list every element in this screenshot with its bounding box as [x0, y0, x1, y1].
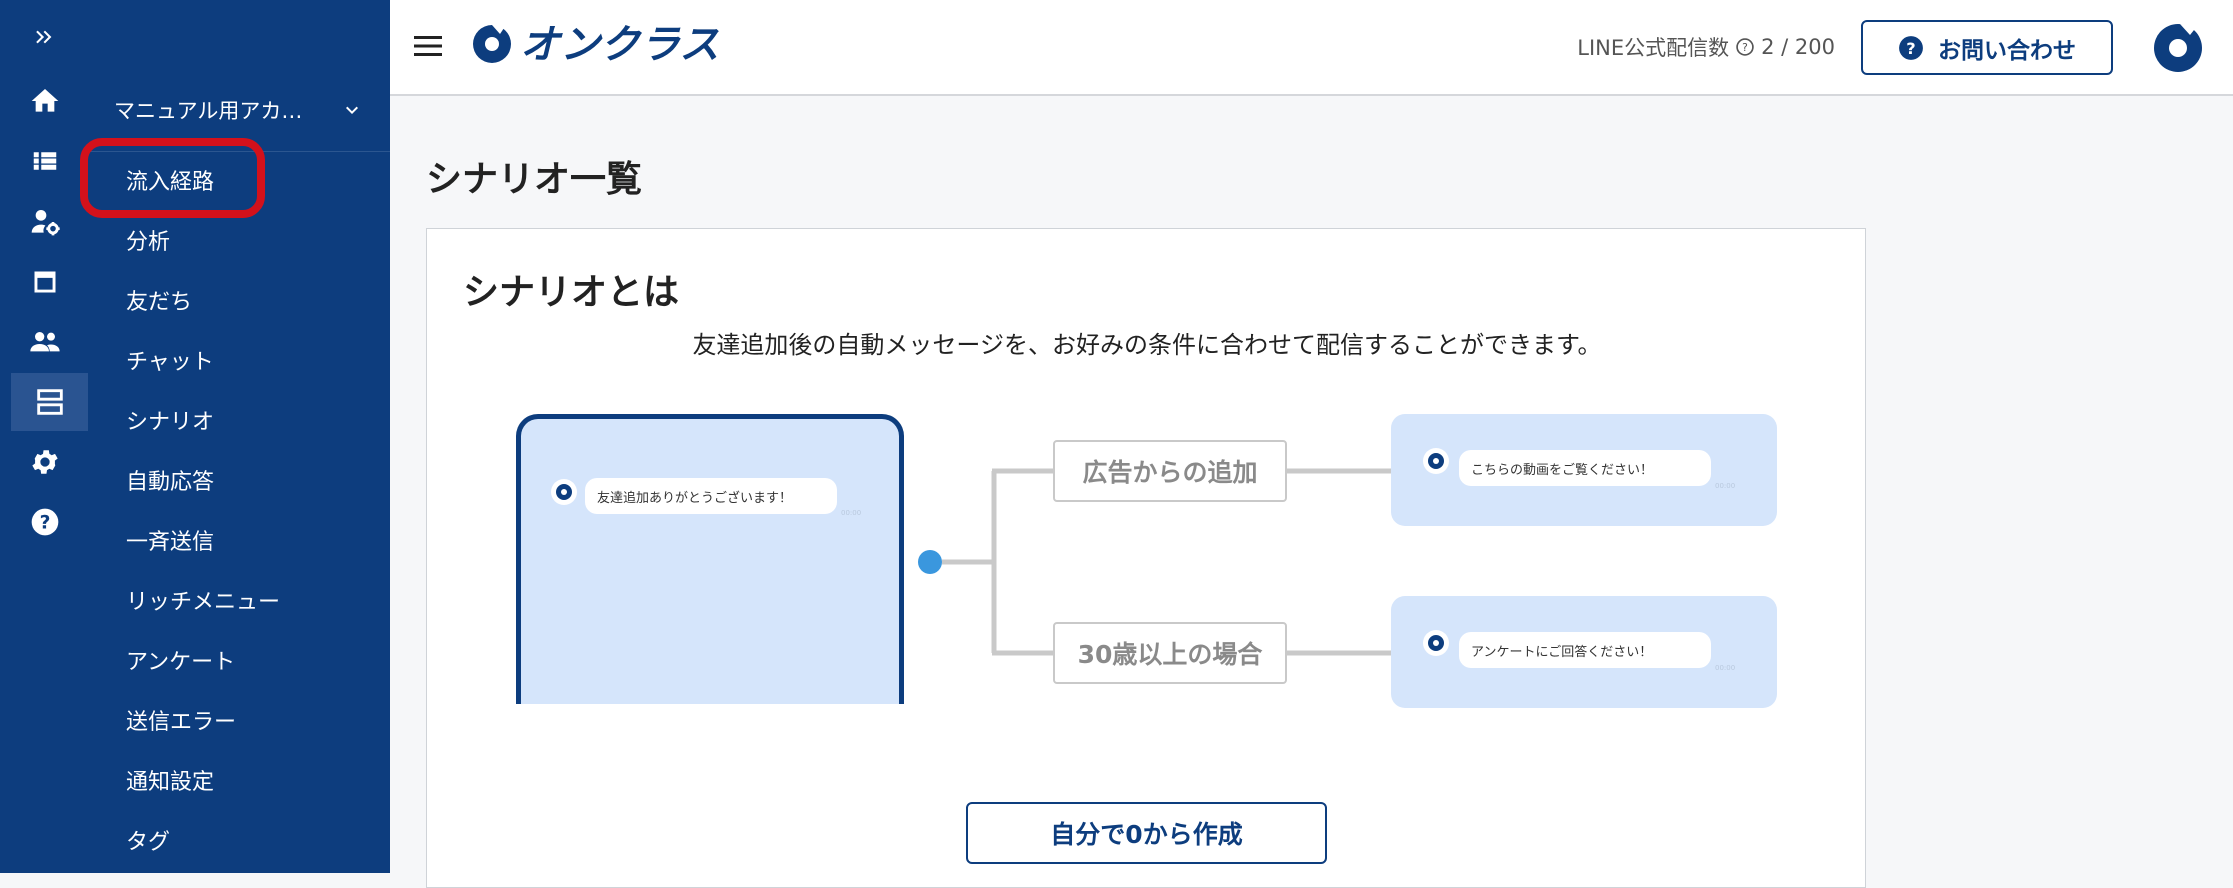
- branch-connectors: [918, 468, 1393, 656]
- people-icon[interactable]: [0, 313, 89, 371]
- expand-icon[interactable]: [0, 8, 89, 66]
- icon-rail: ?: [0, 0, 89, 873]
- message-time: 00:00: [1715, 664, 1736, 672]
- phone-mockup: 友達追加ありがとうございます！ 00:00: [516, 414, 904, 704]
- create-from-scratch-button[interactable]: 自分で0から作成: [966, 802, 1327, 864]
- contact-label: お問い合わせ: [1938, 37, 2076, 64]
- help-circle-icon[interactable]: ?: [1735, 37, 1755, 57]
- welcome-message-bubble: 友達追加ありがとうございます！: [585, 478, 837, 514]
- window-icon[interactable]: [0, 253, 89, 311]
- bot-avatar-icon: [551, 479, 577, 505]
- sub-navigation: マニュアル用アカ… 流入経路 分析 友だち チャット シナリオ 自動応答 一斉送…: [89, 0, 390, 873]
- nav-item-inflow-route[interactable]: 流入経路: [126, 170, 215, 195]
- branch-message-card-ad: こちらの動画をご覧ください！ 00:00: [1391, 414, 1777, 526]
- top-header: オンクラス LINE公式配信数 ? 2 / 200 ? お問い合わせ: [390, 0, 2233, 96]
- branch-message-bubble: アンケートにご回答ください！: [1459, 632, 1711, 668]
- bot-avatar-icon: [1423, 630, 1449, 656]
- nav-item-survey[interactable]: アンケート: [126, 650, 236, 675]
- help-icon: ?: [1899, 35, 1923, 60]
- layers-icon[interactable]: [11, 373, 88, 431]
- help-icon[interactable]: ?: [0, 493, 89, 551]
- nav-item-rich-menu[interactable]: リッチメニュー: [126, 590, 281, 615]
- brand-logo[interactable]: オンクラス: [470, 18, 730, 72]
- svg-text:?: ?: [1906, 38, 1915, 57]
- user-settings-icon[interactable]: [0, 193, 89, 251]
- nav-item-analytics[interactable]: 分析: [126, 230, 171, 255]
- nav-item-auto-reply[interactable]: 自動応答: [126, 470, 215, 495]
- chevron-down-icon: [346, 106, 358, 114]
- menu-icon[interactable]: [414, 34, 442, 58]
- nav-item-friends[interactable]: 友だち: [126, 290, 193, 315]
- svg-text:?: ?: [1742, 41, 1748, 54]
- card-title: シナリオとは: [463, 272, 680, 313]
- message-time: 00:00: [1715, 482, 1736, 490]
- nav-divider: [89, 151, 390, 152]
- branch-message-card-age: アンケートにご回答ください！ 00:00: [1391, 596, 1777, 708]
- svg-text:?: ?: [39, 513, 50, 534]
- gear-icon[interactable]: [0, 433, 89, 491]
- nav-item-send-errors[interactable]: 送信エラー: [126, 710, 237, 735]
- user-avatar[interactable]: [2152, 21, 2204, 77]
- line-count-value: 2 / 200: [1761, 35, 1835, 59]
- nav-item-notification-settings[interactable]: 通知設定: [126, 770, 215, 795]
- line-delivery-count: LINE公式配信数 ? 2 / 200: [1577, 32, 1835, 62]
- page-title: シナリオ一覧: [426, 159, 643, 200]
- scenario-intro-card: シナリオとは 友達追加後の自動メッセージを、お好みの条件に合わせて配信することが…: [426, 228, 1866, 888]
- home-icon[interactable]: [0, 72, 89, 130]
- account-selector[interactable]: マニュアル用アカ…: [114, 92, 374, 128]
- condition-label-ad: 広告からの追加: [1053, 440, 1287, 502]
- contact-button[interactable]: ? お問い合わせ: [1861, 20, 2113, 75]
- branch-message-bubble: こちらの動画をご覧ください！: [1459, 450, 1711, 486]
- message-time: 00:00: [841, 509, 862, 517]
- nav-item-chat[interactable]: チャット: [126, 350, 214, 375]
- condition-label-age: 30歳以上の場合: [1053, 622, 1287, 684]
- list-icon[interactable]: [0, 132, 89, 190]
- bot-avatar-icon: [1423, 448, 1449, 474]
- nav-item-broadcast[interactable]: 一斉送信: [126, 530, 215, 555]
- svg-text:オンクラス: オンクラス: [520, 22, 719, 68]
- highlight-annotation: [80, 138, 265, 218]
- line-count-label: LINE公式配信数: [1577, 36, 1730, 60]
- nav-item-scenario[interactable]: シナリオ: [126, 410, 215, 435]
- nav-item-tags[interactable]: タグ: [126, 830, 171, 855]
- account-name: マニュアル用アカ…: [114, 99, 303, 123]
- card-description: 友達追加後の自動メッセージを、お好みの条件に合わせて配信することができます。: [692, 331, 1602, 359]
